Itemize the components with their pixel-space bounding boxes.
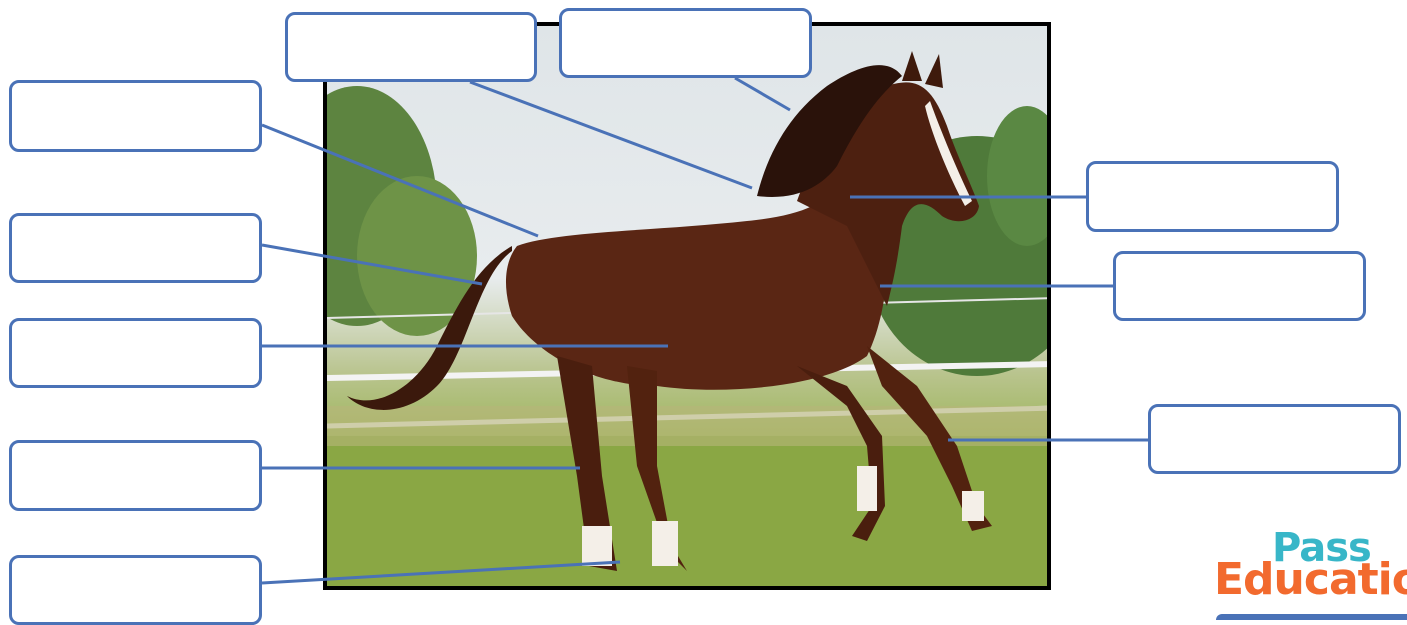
label-box-left-2[interactable] — [9, 213, 262, 283]
logo-education-text: Educatio — [1214, 558, 1407, 602]
pass-education-logo: Pass Educatio — [1210, 528, 1407, 620]
horse-illustration — [327, 26, 1051, 590]
label-box-right-2[interactable] — [1113, 251, 1366, 321]
label-box-left-4[interactable] — [9, 440, 262, 511]
label-box-right-1[interactable] — [1086, 161, 1339, 232]
label-box-left-5[interactable] — [9, 555, 262, 625]
label-box-left-1[interactable] — [9, 80, 262, 152]
logo-bar — [1216, 614, 1407, 620]
horse-photo — [323, 22, 1051, 590]
label-box-right-3[interactable] — [1148, 404, 1401, 474]
label-box-top-center[interactable] — [559, 8, 812, 78]
label-box-top-left[interactable] — [285, 12, 537, 82]
label-box-left-3[interactable] — [9, 318, 262, 388]
